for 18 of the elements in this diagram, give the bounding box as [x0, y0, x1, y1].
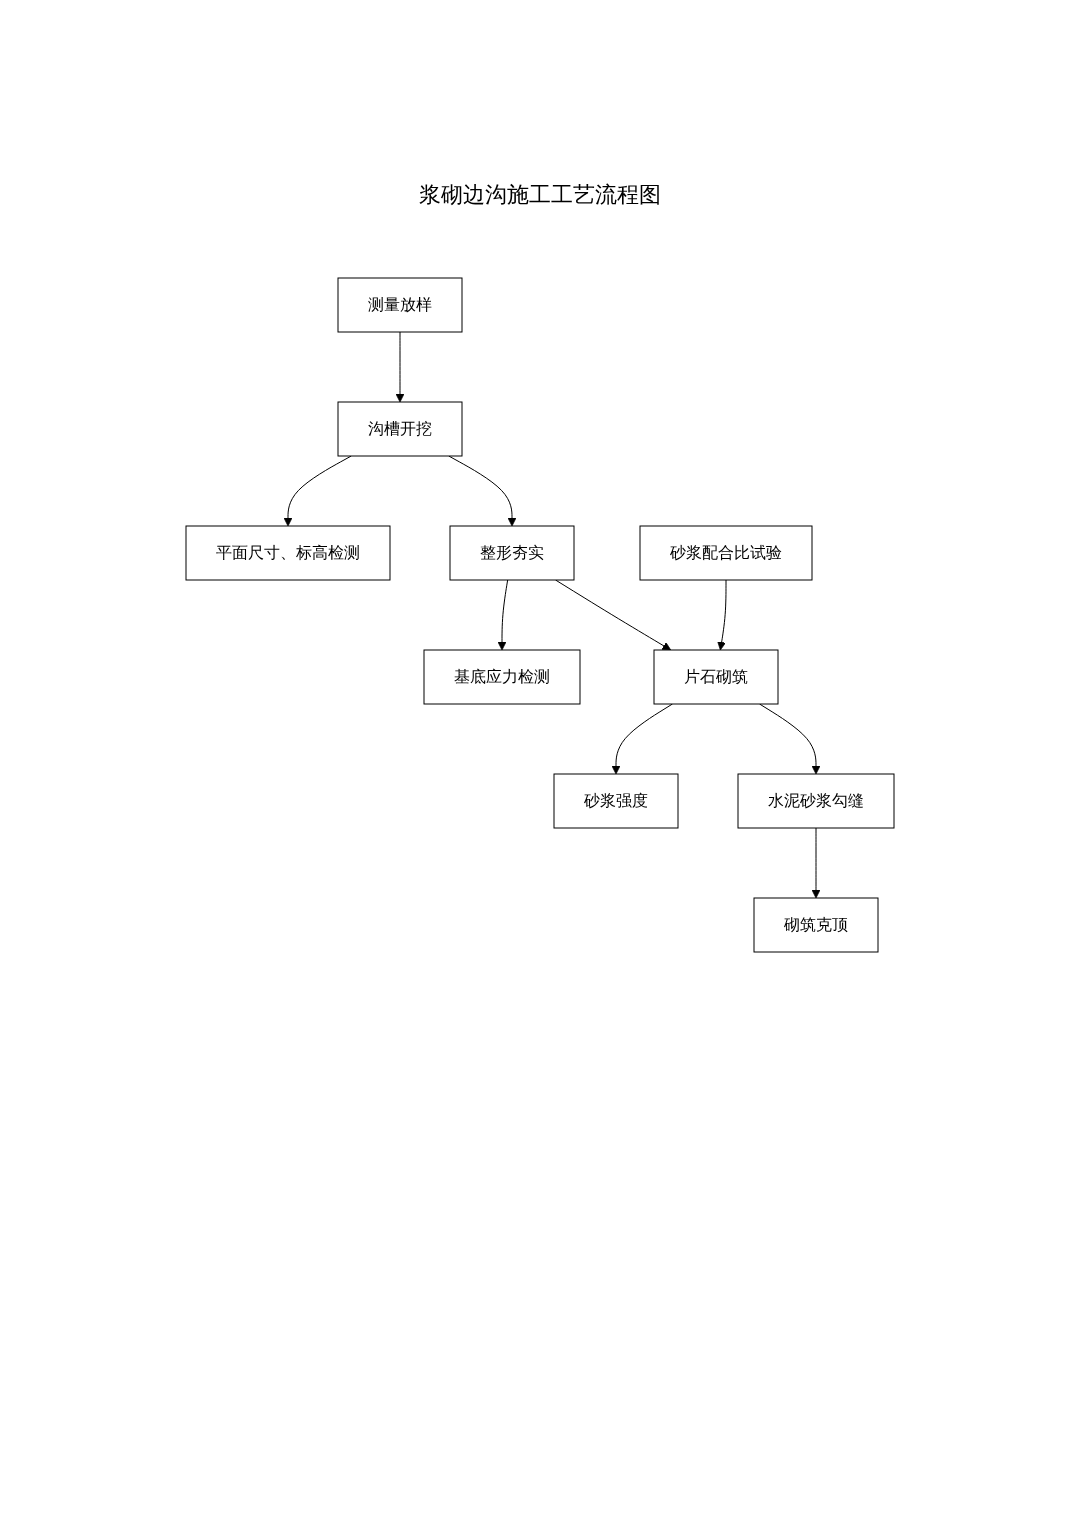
arrow [395, 331, 405, 403]
arrow [555, 579, 672, 651]
arrow [611, 703, 673, 775]
node-box: 平面尺寸、标高检测 [185, 525, 391, 581]
node-box: 水泥砂浆勾缝 [737, 773, 895, 829]
arrow [759, 703, 821, 775]
arrow [497, 579, 509, 651]
node-box: 砂浆强度 [553, 773, 679, 829]
node-box: 砌筑克顶 [753, 897, 879, 953]
node-box: 测量放样 [337, 277, 463, 333]
node-box: 砂浆配合比试验 [639, 525, 813, 581]
node-box: 沟槽开挖 [337, 401, 463, 457]
arrow [811, 827, 821, 899]
node-box: 整形夯实 [449, 525, 575, 581]
diagram-title: 浆砌边沟施工工艺流程图 [418, 181, 662, 209]
node-box: 基底应力检测 [423, 649, 581, 705]
arrow [717, 579, 727, 651]
node-box: 片石砌筑 [653, 649, 779, 705]
